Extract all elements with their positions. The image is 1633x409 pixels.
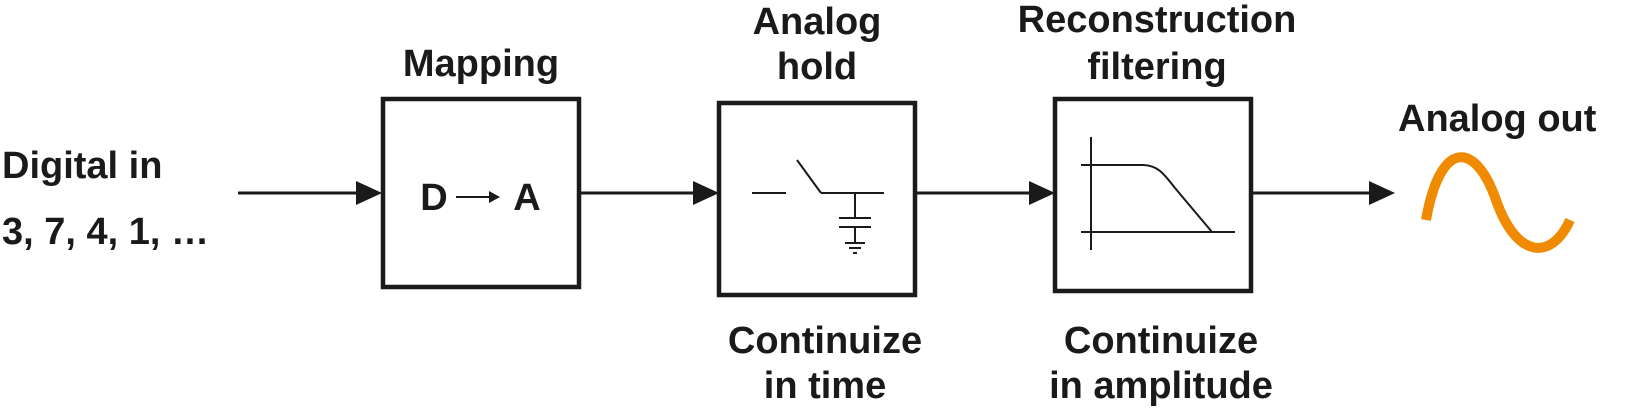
filter-title-line1: Reconstruction xyxy=(1018,0,1297,41)
sine-wave-icon xyxy=(1421,152,1575,253)
arrow-mapping-to-hold xyxy=(581,181,719,205)
mapping-from-letter: D xyxy=(420,177,447,219)
filter-caption-line1: Continuize xyxy=(1064,320,1258,362)
hold-title-line1: Analog xyxy=(753,1,882,43)
arrow-hold-to-filter xyxy=(917,181,1055,205)
filter-title-line2: filtering xyxy=(1087,46,1226,88)
mapping-block xyxy=(380,96,582,290)
analog-hold-block xyxy=(716,100,918,298)
reconstruction-filter-block xyxy=(1052,96,1254,294)
mapping-to-letter: A xyxy=(513,177,540,219)
digital-values-label: 3, 7, 4, 1, … xyxy=(2,211,209,253)
sample-hold-switch-icon xyxy=(752,159,884,254)
arrow-filter-to-output xyxy=(1253,181,1395,205)
lowpass-response-icon xyxy=(1081,137,1235,250)
hold-caption-line2: in time xyxy=(764,365,886,407)
hold-title-line2: hold xyxy=(777,46,857,88)
hold-caption-line1: Continuize xyxy=(728,320,922,362)
arrow-input-to-mapping xyxy=(238,181,382,205)
mapping-arrow-icon xyxy=(456,191,500,203)
digital-in-label: Digital in xyxy=(2,145,162,187)
filter-caption-line2: in amplitude xyxy=(1049,365,1273,407)
mapping-title: Mapping xyxy=(403,43,559,85)
analog-out-label: Analog out xyxy=(1398,98,1597,140)
